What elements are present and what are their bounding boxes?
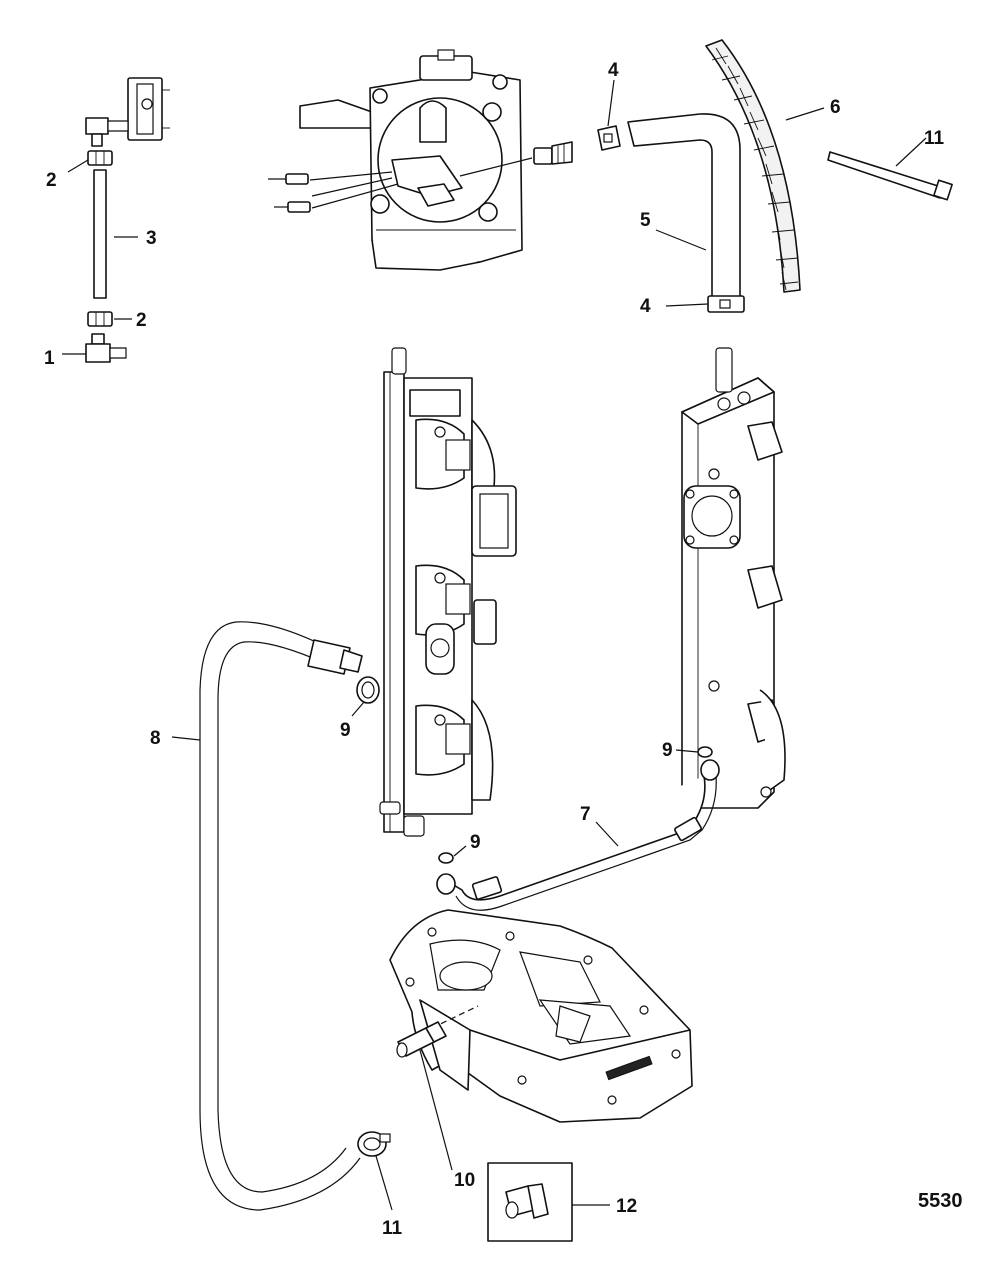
callout-3: 3 [146,228,157,249]
lower-tee-fitting [85,333,127,363]
fuel-hose-short [93,169,107,299]
leader-pump-outlet [459,157,533,177]
left-fuel-rail [379,347,517,837]
callout-8: 8 [150,728,161,749]
callout-4-upper: 4 [608,60,619,81]
callout-9-crossover: 9 [470,832,481,853]
cable-tie-top [827,151,953,201]
figure-number: 5530 [918,1190,963,1212]
callout-12: 12 [616,1196,637,1217]
upper-tee-fitting [85,117,129,147]
callout-1: 1 [44,348,55,369]
braided-sleeve [705,39,801,293]
fitting-install-line [431,1005,479,1029]
elbow-fuel-hose [627,113,741,301]
o-ring-left-rail [356,676,380,704]
o-ring-right-rail [697,746,713,758]
fitting-bracket [127,77,170,141]
callout-10: 10 [454,1170,475,1191]
hose-clamp-lower [707,295,745,313]
callout-2-lower: 2 [136,310,147,331]
crossover-fuel-line [436,759,720,911]
o-ring-crossover [438,852,454,864]
fuel-pump-module [299,49,523,271]
fitting-inset-box [487,1162,573,1242]
barb-fitting-bottom [396,1021,447,1058]
connector-lower [87,311,113,327]
long-fuel-hose [199,621,363,1211]
callout-11-bottom: 11 [382,1218,403,1239]
pump-wire-harness [268,171,399,213]
leader-lines [62,79,927,1211]
callout-2-upper: 2 [46,170,57,191]
adaptor-plate [389,909,693,1123]
callout-7: 7 [580,804,591,825]
callout-6: 6 [830,97,841,118]
barb-fitting [533,141,573,165]
callout-11-top: 11 [924,128,945,149]
right-fuel-rail [681,347,786,809]
hose-clamp-bottom [357,1131,391,1157]
callout-9-left: 9 [340,720,351,741]
callout-4-lower: 4 [640,296,651,317]
connector-upper [87,150,113,166]
hose-clamp-upper [597,125,621,151]
callout-9-right: 9 [662,740,673,761]
callout-5: 5 [640,210,651,231]
